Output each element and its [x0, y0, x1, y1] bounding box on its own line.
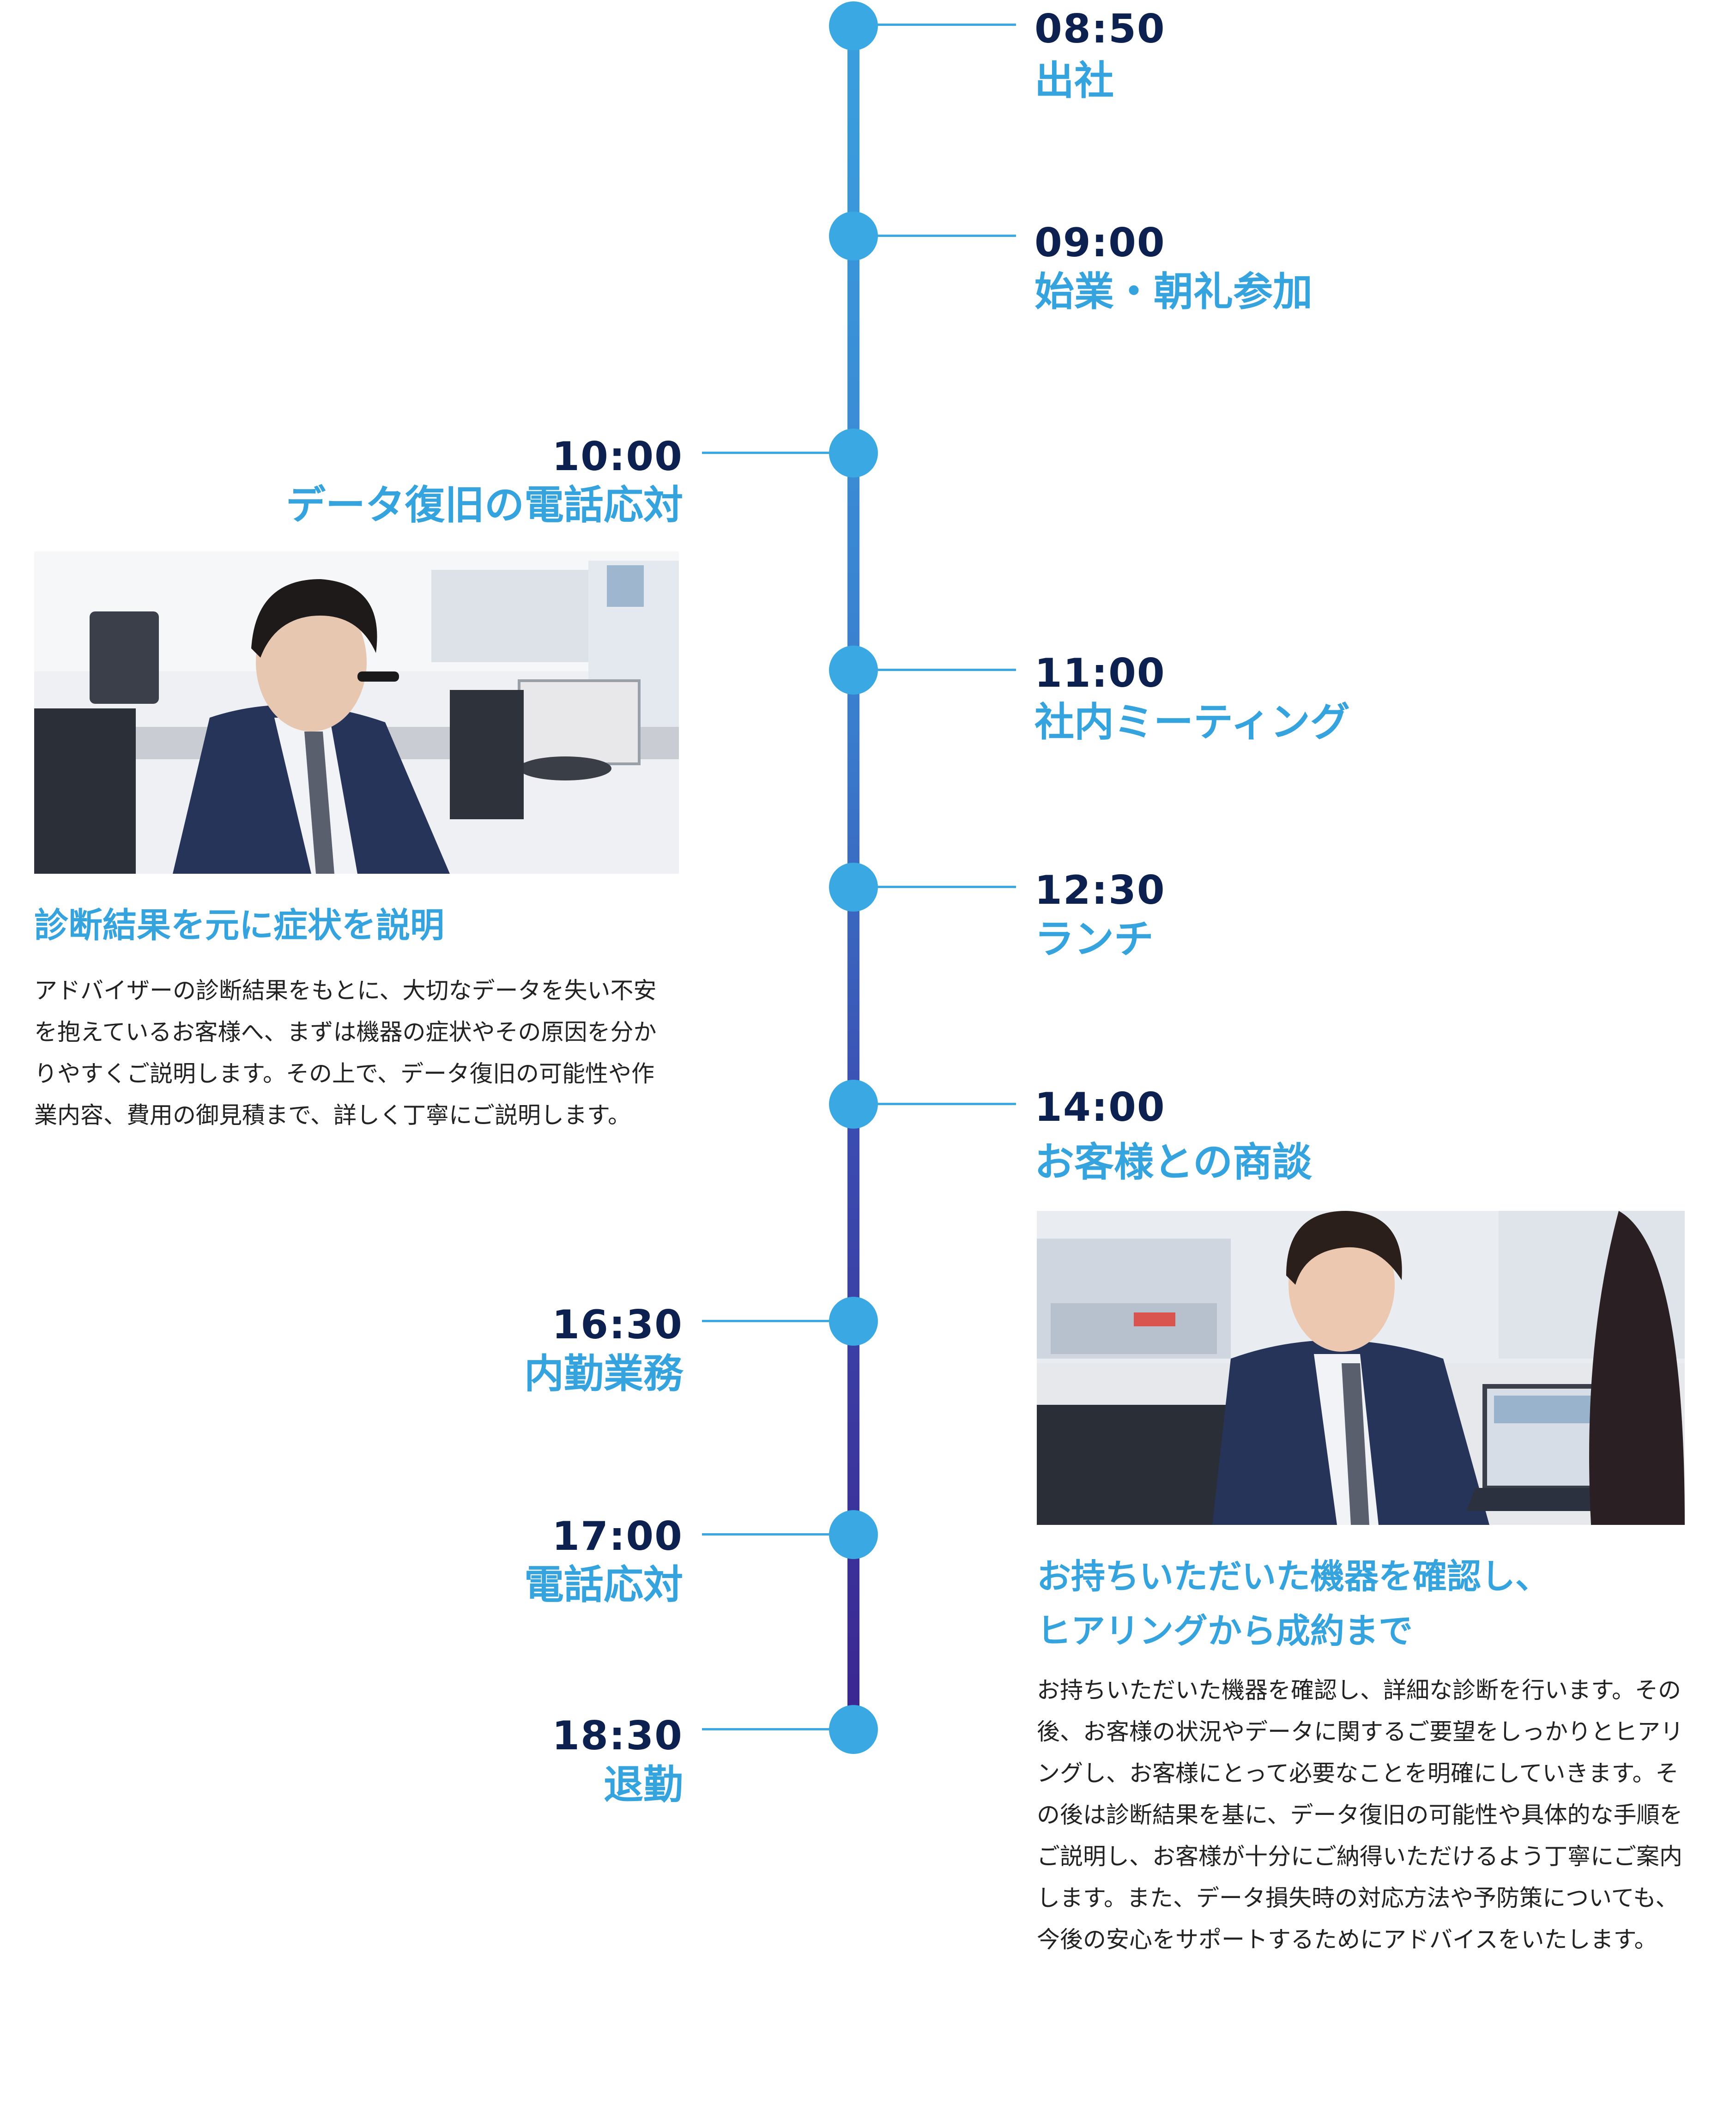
timeline-connector [877, 886, 1016, 888]
timeline-node-1100 [829, 646, 878, 695]
detail-heading-line1: お持ちいただいた機器を確認し、 [1037, 1557, 1549, 1596]
entry-label: 退勤 [604, 1762, 683, 1808]
entry-label: 内勤業務 [524, 1351, 683, 1397]
timeline-node-0900 [829, 212, 878, 260]
timeline-node-1000 [829, 429, 878, 478]
entry-label: 出社 [1034, 58, 1114, 104]
entry-time: 11:00 [1034, 650, 1166, 696]
timeline-connector [877, 669, 1016, 671]
photo-phone-support [34, 551, 679, 874]
timeline-node-1700 [829, 1510, 878, 1559]
detail-paragraph: アドバイザーの診断結果をもとに、大切なデータを失い不安を抱えているお客様へ、まず… [34, 977, 657, 1129]
entry-time: 08:50 [1034, 6, 1166, 52]
timeline-node-1230 [829, 863, 878, 912]
detail-paragraph: お持ちいただいた機器を確認し、詳細な診断を行います。その後、お客様の状況やデータ… [1037, 1677, 1683, 1953]
timeline-connector [877, 24, 1016, 26]
entry-label: データ復旧の電話応対 [286, 482, 683, 528]
entry-time: 10:00 [552, 434, 683, 480]
entry-label: ランチ [1034, 916, 1154, 962]
entry-time: 12:30 [1034, 867, 1166, 913]
entry-time: 18:30 [552, 1713, 683, 1759]
entry-label: 電話応対 [524, 1562, 683, 1608]
entry-time: 14:00 [1034, 1084, 1166, 1131]
timeline-node-0850 [829, 1, 878, 50]
timeline-connector [877, 235, 1016, 237]
entry-label: 社内ミーティング [1034, 699, 1350, 745]
timeline-node-1400 [829, 1080, 878, 1129]
detail-heading: 診断結果を元に症状を説明 [34, 906, 444, 945]
timeline-node-1830 [829, 1705, 878, 1754]
entry-time: 16:30 [552, 1302, 683, 1348]
entry-time: 17:00 [552, 1513, 683, 1560]
photo-customer-meeting [1037, 1211, 1685, 1525]
timeline-connector [702, 1320, 831, 1322]
entry-label: お客様との商談 [1034, 1139, 1313, 1185]
timeline-connector [877, 1103, 1016, 1105]
timeline-node-1630 [829, 1297, 878, 1346]
timeline-connector [702, 1728, 831, 1730]
entry-time: 09:00 [1034, 220, 1166, 266]
timeline-connector [702, 452, 831, 454]
entry-label: 始業・朝礼参加 [1034, 269, 1313, 315]
detail-heading-line2: ヒアリングから成約まで [1037, 1611, 1413, 1651]
timeline-connector [702, 1533, 831, 1536]
